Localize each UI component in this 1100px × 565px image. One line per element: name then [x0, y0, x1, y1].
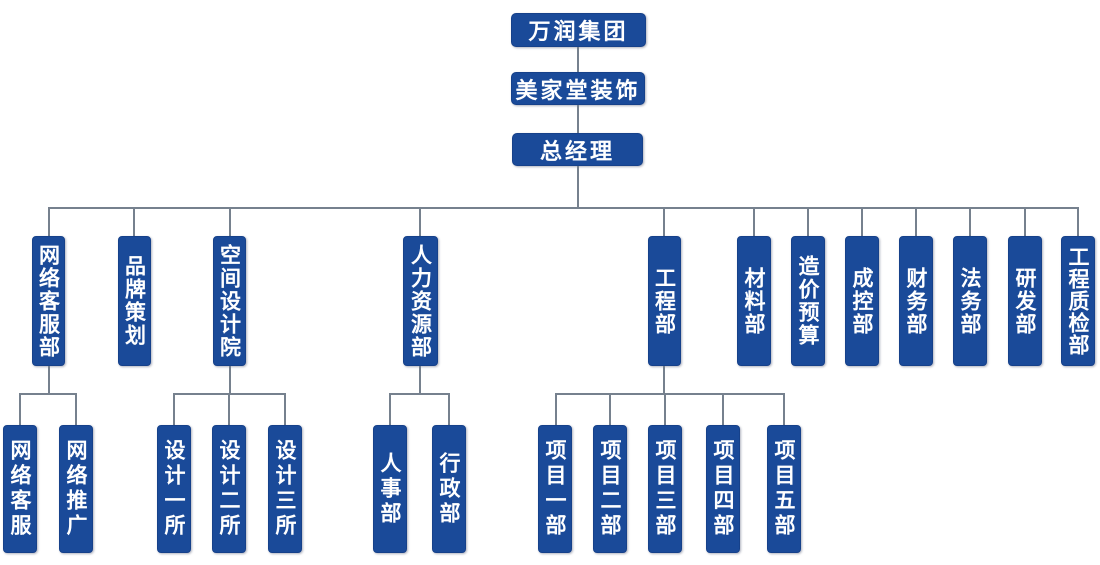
sub-administration: 行政部: [432, 425, 466, 553]
sub-network-customer-service: 网络客服: [3, 425, 37, 553]
connector-line: [133, 207, 135, 237]
connector-line: [229, 207, 231, 237]
dept-cost-estimation: 造价预算: [791, 236, 825, 366]
dept-cost-control: 成控部: [845, 236, 879, 366]
sub-project-dept-2: 项目二部: [593, 425, 627, 553]
sub-design-studio-3: 设计三所: [268, 425, 302, 553]
connector-line: [1077, 207, 1079, 237]
connector-line: [915, 207, 917, 237]
connector-line: [807, 207, 809, 237]
node-wanrun-group: 万润集团: [511, 13, 646, 47]
connector-line: [75, 393, 77, 425]
connector-line: [577, 47, 579, 72]
sub-design-studio-1: 设计一所: [157, 425, 191, 553]
connector-line: [173, 393, 175, 425]
dept-space-design-institute: 空间设计院: [213, 236, 246, 366]
dept-quality-inspection: 工程质检部: [1061, 236, 1095, 366]
connector-line: [229, 366, 231, 393]
connector-line: [1024, 207, 1026, 237]
dept-materials: 材料部: [737, 236, 771, 366]
dept-research-development: 研发部: [1008, 236, 1042, 366]
connector-line: [753, 207, 755, 237]
connector-line: [19, 393, 77, 395]
connector-line: [284, 393, 286, 425]
connector-line: [861, 207, 863, 237]
connector-line: [389, 393, 391, 425]
sub-project-dept-4: 项目四部: [706, 425, 740, 553]
connector-line: [48, 366, 50, 393]
node-meijiatang-decoration: 美家堂装饰: [511, 72, 645, 105]
connector-line: [48, 207, 50, 237]
connector-line: [419, 366, 421, 393]
sub-design-studio-2: 设计二所: [212, 425, 246, 553]
node-general-manager: 总经理: [512, 133, 643, 166]
connector-line: [969, 207, 971, 237]
dept-legal: 法务部: [953, 236, 987, 366]
connector-line: [663, 366, 665, 393]
dept-finance: 财务部: [899, 236, 933, 366]
connector-line: [783, 393, 785, 425]
sub-project-dept-1: 项目一部: [538, 425, 572, 553]
connector-line: [555, 393, 785, 395]
sub-project-dept-5: 项目五部: [767, 425, 801, 553]
connector-line: [663, 207, 665, 237]
connector-spine: [48, 207, 1079, 209]
connector-line: [555, 393, 557, 425]
sub-project-dept-3: 项目三部: [648, 425, 682, 553]
connector-line: [609, 393, 611, 425]
connector-line: [228, 393, 230, 425]
connector-line: [577, 105, 579, 133]
sub-personnel: 人事部: [373, 425, 407, 553]
connector-line: [448, 393, 450, 425]
connector-line: [419, 207, 421, 237]
connector-line: [19, 393, 21, 425]
sub-network-promotion: 网络推广: [59, 425, 93, 553]
dept-brand-planning: 品牌策划: [118, 236, 151, 366]
connector-line: [722, 393, 724, 425]
dept-human-resources: 人力资源部: [403, 236, 438, 366]
dept-engineering: 工程部: [648, 236, 681, 366]
connector-line: [664, 393, 666, 425]
dept-network-customer-service: 网络客服部: [32, 236, 65, 366]
connector-line: [389, 393, 450, 395]
connector-line: [577, 166, 579, 208]
